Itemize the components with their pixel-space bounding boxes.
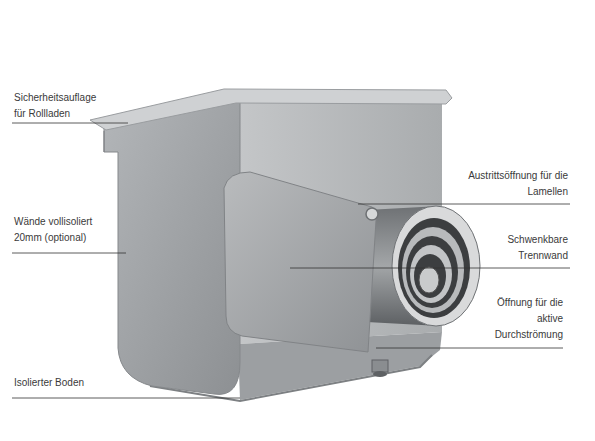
slat-rod xyxy=(366,208,378,220)
part-label: Sicherheitsauflage für Rollladen xyxy=(14,90,110,122)
pivoting-divider xyxy=(224,172,377,352)
part-label: Öffnung für die aktive Durchströmung xyxy=(491,295,563,343)
part-label: Austrittsöffnung für die Lamellen xyxy=(464,168,568,200)
end-wall xyxy=(104,98,240,394)
roll-shaft xyxy=(419,267,439,293)
bottom-fitting xyxy=(372,360,388,372)
part-label: Wände vollisoliert 20mm (optional) xyxy=(14,214,114,246)
roll-end xyxy=(392,206,480,326)
part-label: Schwenkbare Trennwand xyxy=(486,232,568,264)
leader-lines xyxy=(12,123,570,398)
part-label: Isolierter Boden xyxy=(14,375,134,391)
top-rim xyxy=(90,89,452,130)
